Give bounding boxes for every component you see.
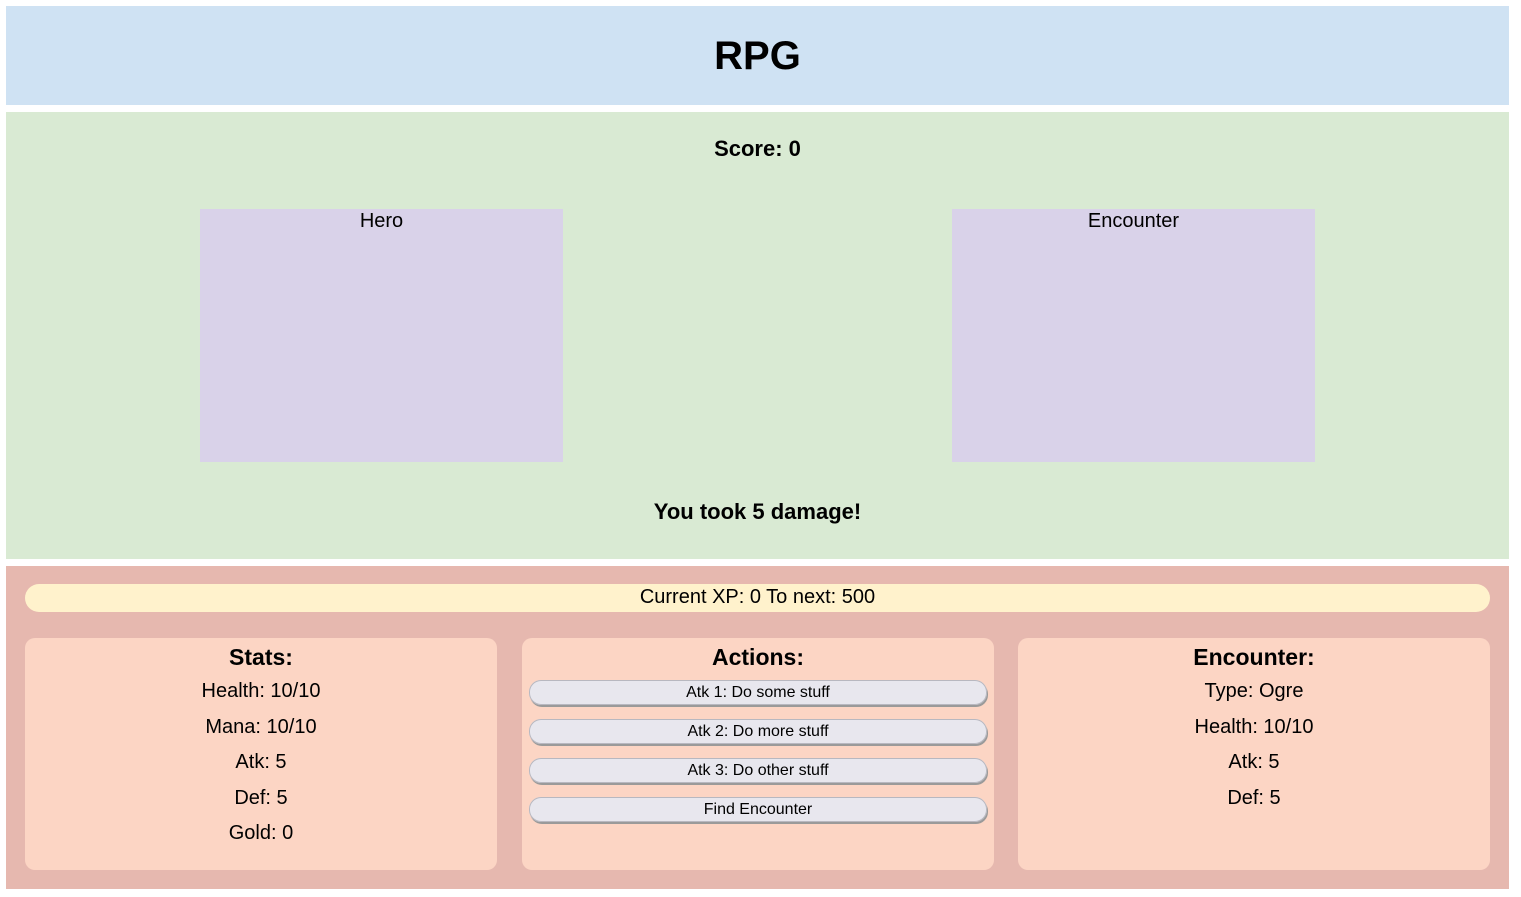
stat-health: Health: 10/10 xyxy=(201,680,321,702)
stat-def: Def: 5 xyxy=(234,786,288,809)
encounter-label: Encounter xyxy=(1087,210,1180,232)
game-title: RPG xyxy=(714,34,801,78)
hero-portrait: Hero xyxy=(200,209,563,462)
find-encounter-button[interactable]: Find Encounter xyxy=(529,797,987,822)
encounter-panel: Encounter: Type: Ogre Health: 10/10 Atk:… xyxy=(1018,638,1490,870)
score-display: Score: 0 xyxy=(714,136,801,161)
battle-arena: Score: 0 Hero Encounter You took 5 damag… xyxy=(6,112,1509,559)
atk-1-button[interactable]: Atk 1: Do some stuff xyxy=(529,680,987,705)
header-bar: RPG xyxy=(6,6,1509,105)
battle-message: You took 5 damage! xyxy=(653,499,862,524)
stat-mana: Mana: 10/10 xyxy=(205,715,317,738)
xp-bar: Current XP: 0 To next: 500 xyxy=(25,584,1490,612)
hero-label: Hero xyxy=(359,210,404,232)
action-button-list: Atk 1: Do some stuff Atk 2: Do more stuf… xyxy=(522,680,994,822)
encounter-atk: Atk: 5 xyxy=(1228,751,1280,773)
encounter-health: Health: 10/10 xyxy=(1194,715,1314,738)
encounter-portrait: Encounter xyxy=(952,209,1315,462)
stats-panel: Stats: Health: 10/10 Mana: 10/10 Atk: 5 … xyxy=(25,638,497,870)
encounter-def: Def: 5 xyxy=(1227,786,1281,809)
stat-gold: Gold: 0 xyxy=(228,822,294,844)
stat-atk: Atk: 5 xyxy=(235,751,287,773)
encounter-type: Type: Ogre xyxy=(1204,680,1304,702)
atk-2-button[interactable]: Atk 2: Do more stuff xyxy=(529,719,987,744)
atk-3-button[interactable]: Atk 3: Do other stuff xyxy=(529,758,987,783)
control-panel: Current XP: 0 To next: 500 Stats: Health… xyxy=(6,566,1509,889)
actions-panel: Actions: Atk 1: Do some stuff Atk 2: Do … xyxy=(522,638,994,870)
encounter-title: Encounter: xyxy=(1193,644,1315,670)
stats-title: Stats: xyxy=(229,644,293,670)
actions-title: Actions: xyxy=(712,644,804,670)
